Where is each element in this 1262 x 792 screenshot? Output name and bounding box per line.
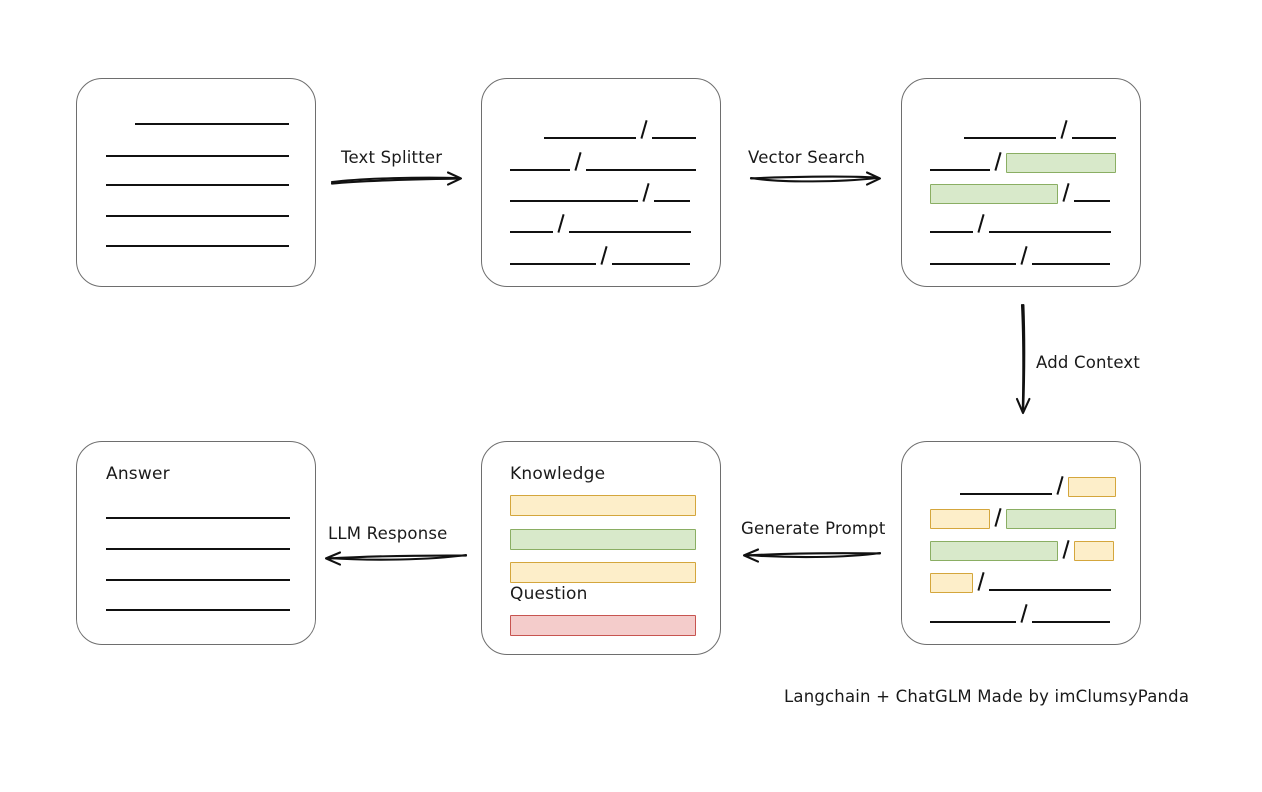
chunk-separator-icon xyxy=(1058,539,1074,559)
retrieved-chunks-rows xyxy=(902,79,1140,286)
node-answer[interactable]: Answer xyxy=(76,441,316,645)
chunk-separator-icon xyxy=(990,507,1006,527)
chunk-row xyxy=(510,243,696,265)
arrow-generate-prompt xyxy=(742,548,882,563)
document-line xyxy=(106,155,289,157)
retrieved-chunk-highlight xyxy=(930,184,1058,204)
retrieved-chunk-highlight xyxy=(930,541,1058,561)
chunk-separator-icon xyxy=(570,151,586,171)
chunk-row xyxy=(930,211,1116,233)
knowledge-bar xyxy=(510,495,696,516)
chunk-row xyxy=(510,117,696,139)
context-chunk-highlight xyxy=(1074,541,1114,561)
answer-line xyxy=(106,517,290,519)
retrieved-chunk-highlight xyxy=(1006,509,1116,529)
chunk-separator-icon xyxy=(1052,475,1068,495)
chunk-row xyxy=(510,180,696,202)
chunk-separator-icon xyxy=(1016,245,1032,265)
chunk-separator-icon xyxy=(636,119,652,139)
chunk-separator-icon xyxy=(553,213,569,233)
split-chunks-rows xyxy=(482,79,720,286)
chunk-row xyxy=(930,569,1120,593)
chunk-separator-icon xyxy=(1058,182,1074,202)
chunk-separator-icon xyxy=(1016,603,1032,623)
node-prompt[interactable]: Knowledge Question xyxy=(481,441,721,655)
arrow-text-splitter xyxy=(330,171,463,186)
document-line xyxy=(106,245,289,247)
edge-label-llm-response: LLM Response xyxy=(328,524,448,543)
chunk-row xyxy=(930,505,1120,529)
question-bar xyxy=(510,615,696,636)
chunk-row xyxy=(510,149,696,171)
chunk-separator-icon xyxy=(1056,119,1072,139)
footer-credit: Langchain + ChatGLM Made by imClumsyPand… xyxy=(784,687,1190,706)
answer-line xyxy=(106,579,290,581)
chunk-row xyxy=(510,211,696,233)
chunk-row xyxy=(930,243,1116,265)
chunk-row xyxy=(930,117,1116,139)
question-label: Question xyxy=(510,584,588,604)
retrieved-chunk-highlight xyxy=(1006,153,1116,173)
chunk-separator-icon xyxy=(973,213,989,233)
chunk-row xyxy=(930,473,1120,497)
chunk-separator-icon xyxy=(990,151,1006,171)
context-chunk-highlight xyxy=(930,509,990,529)
edge-label-generate-prompt: Generate Prompt xyxy=(741,519,886,538)
edge-label-text-splitter: Text Splitter xyxy=(341,148,443,167)
chunk-separator-icon xyxy=(973,571,989,591)
edge-label-vector-search: Vector Search xyxy=(748,148,866,167)
answer-label: Answer xyxy=(106,464,170,484)
document-line xyxy=(135,123,289,125)
edge-label-add-context: Add Context xyxy=(1036,353,1141,372)
chunk-row xyxy=(930,149,1116,173)
node-split-chunks[interactable] xyxy=(481,78,721,287)
context-chunk-highlight xyxy=(930,573,973,593)
knowledge-bar xyxy=(510,562,696,583)
arrow-add-context xyxy=(1015,303,1031,415)
document-line xyxy=(106,184,289,186)
answer-card-body: Answer xyxy=(77,442,315,644)
chunk-row xyxy=(930,601,1120,623)
answer-line xyxy=(106,548,290,550)
chunk-row xyxy=(930,180,1116,204)
knowledge-bar xyxy=(510,529,696,550)
chunk-row xyxy=(930,537,1120,561)
prompt-card-body: Knowledge Question xyxy=(482,442,720,654)
answer-line xyxy=(106,609,290,611)
node-source-document[interactable] xyxy=(76,78,316,287)
chunk-separator-icon xyxy=(638,182,654,202)
context-chunk-highlight xyxy=(1068,477,1116,497)
node-context-chunks[interactable] xyxy=(901,441,1141,645)
node-retrieved-chunks[interactable] xyxy=(901,78,1141,287)
knowledge-label: Knowledge xyxy=(510,464,606,484)
arrow-llm-response xyxy=(324,551,468,566)
chunk-separator-icon xyxy=(596,245,612,265)
source-document-lines xyxy=(77,79,315,286)
arrow-vector-search xyxy=(749,171,882,186)
document-line xyxy=(106,215,289,217)
context-chunks-rows xyxy=(902,442,1140,644)
